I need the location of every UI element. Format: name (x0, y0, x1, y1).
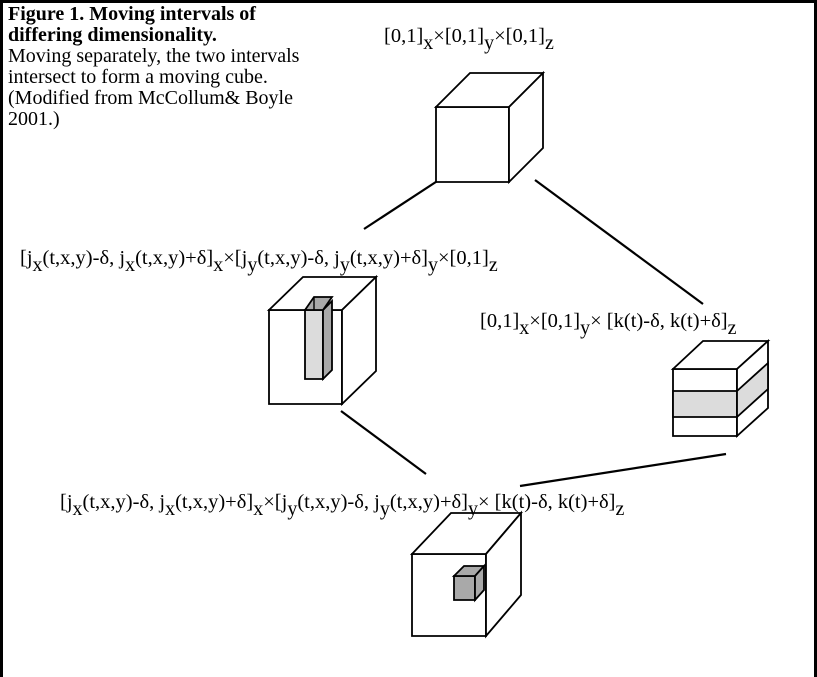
edge-right-to-bottom (519, 452, 727, 488)
label-left-column: [jx(t,x,y)-δ, jx(t,x,y)+δ]x×[jy(t,x,y)-δ… (20, 247, 498, 276)
column-front-face (304, 309, 324, 380)
column-cube (266, 274, 379, 407)
slab-front-face (672, 390, 738, 418)
frame-border-top (0, 0, 817, 3)
unit-cube (433, 70, 546, 185)
column-side-face (322, 298, 333, 382)
unit-cube-front-face (435, 106, 510, 183)
unit-cube-side-face (508, 70, 544, 185)
edge-top-to-right (534, 179, 704, 305)
edge-left-to-bottom (340, 410, 427, 475)
column-cube-side-face (341, 274, 377, 407)
column-top-face (303, 296, 334, 311)
slab-side-face (736, 360, 769, 420)
frame-border-right (814, 0, 817, 677)
frame-border-left (0, 0, 3, 677)
label-top-unit-cube: [0,1]x×[0,1]y×[0,1]z (384, 25, 554, 54)
label-right-slab: [0,1]x×[0,1]y× [k(t)-δ, k(t)+δ]z (480, 310, 737, 339)
label-bottom-intersection: [jx(t,x,y)-δ, jx(t,x,y)+δ]x×[jy(t,x,y)-δ… (60, 491, 625, 520)
small-cube-side-face (474, 563, 485, 603)
intersection-cube-side-face (485, 510, 522, 639)
figure-caption: Figure 1. Moving intervals of differing … (8, 4, 308, 130)
caption-title: Figure 1. Moving intervals of differing … (8, 3, 256, 46)
edge-top-to-left (363, 175, 446, 230)
intersection-cube (409, 510, 523, 639)
caption-body: Moving separately, the two intervals int… (8, 45, 300, 130)
slab-cube (670, 338, 771, 439)
small-cube-front-face (453, 575, 476, 601)
